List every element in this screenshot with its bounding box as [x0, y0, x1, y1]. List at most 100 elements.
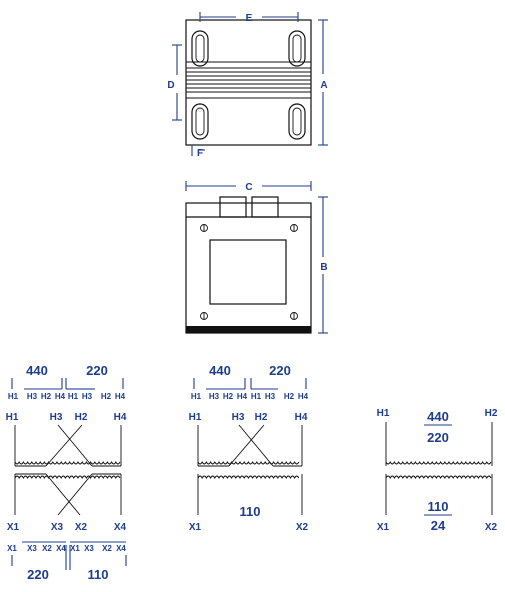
terminal-label: X2 [42, 544, 52, 553]
screw-icon [290, 312, 298, 320]
terminal-label: X4 [116, 544, 126, 553]
dimension-c: C [185, 181, 312, 193]
dimension-label-f: F [197, 148, 203, 159]
terminal-label: X1 [189, 522, 202, 533]
terminal-label: X1 [70, 544, 80, 553]
terminal-label: H1 [189, 412, 202, 423]
terminal-label: H1 [6, 412, 19, 423]
terminal-label: X2 [75, 522, 88, 533]
secondary-winding [385, 474, 493, 515]
terminal-label: X3 [84, 544, 94, 553]
terminal-label: H4 [295, 412, 308, 423]
dimension-d: D [167, 44, 182, 121]
primary-voltage-label: 220 [269, 363, 291, 378]
terminal-label: H4 [55, 392, 66, 401]
terminal-label: H3 [27, 392, 38, 401]
secondary-winding [14, 473, 122, 516]
terminal-label: H1 [251, 392, 262, 401]
screw-icon [200, 224, 208, 232]
schematic-middle: 440 220 H1 H3 H2 H4 H1 H3 H2 H4 H1 H3 H2… [189, 363, 309, 533]
terminal-label: X4 [114, 522, 127, 533]
terminal-label: H2 [101, 392, 112, 401]
primary-winding [197, 424, 303, 467]
mounting-slot [195, 34, 205, 63]
terminal-block [251, 196, 279, 218]
secondary-voltage-label: 110 [240, 504, 261, 519]
terminal-block [219, 196, 247, 218]
terminal-label: X3 [51, 522, 64, 533]
base-plate [186, 326, 311, 333]
front-view [185, 196, 312, 334]
primary-voltage-label: 440 [26, 363, 48, 378]
mounting-slot [288, 103, 306, 140]
schematic-right: H1 H2 440 220 110 24 X1 X2 [377, 408, 498, 533]
screw-icon [200, 312, 208, 320]
secondary-coil-turns [14, 475, 121, 479]
terminal-label: H2 [223, 392, 234, 401]
dimension-label-a: A [320, 80, 327, 91]
winding-coils [14, 461, 492, 479]
dimension-label-e: E [246, 13, 253, 24]
mounting-slot [292, 34, 302, 63]
terminal-label: H2 [255, 412, 268, 423]
terminal-label: X1 [377, 522, 390, 533]
terminal-label: H3 [232, 412, 245, 423]
schematic-left: 440 220 H1 H3 H2 H4 H1 H3 H2 H4 H1 H3 H2… [6, 363, 127, 582]
dimension-label-c: C [245, 182, 252, 193]
terminal-label: H4 [115, 392, 126, 401]
terminal-label: X3 [27, 544, 37, 553]
top-view [185, 19, 312, 146]
terminal-label: H1 [8, 392, 19, 401]
coil-lamination-lines [186, 61, 311, 99]
secondary-coil-turns [197, 475, 300, 479]
terminal-label: H1 [68, 392, 79, 401]
primary-winding [385, 422, 493, 466]
core-window [209, 239, 287, 305]
dimension-a: A [318, 19, 328, 146]
dimension-b: B [318, 196, 328, 334]
dimension-f: F [191, 145, 205, 159]
terminal-label: H2 [284, 392, 295, 401]
mounting-slot [292, 107, 302, 136]
mounting-slot [191, 103, 209, 140]
primary-voltage-label: 220 [427, 430, 449, 445]
secondary-voltage-label: 220 [27, 567, 49, 582]
primary-voltage-label: 440 [427, 409, 449, 424]
terminal-label: H3 [265, 392, 276, 401]
terminal-label: H1 [191, 392, 202, 401]
terminal-label: X1 [7, 522, 20, 533]
primary-coil-turns [14, 461, 121, 465]
primary-voltage-label: 220 [86, 363, 108, 378]
screw-icon [290, 224, 298, 232]
secondary-voltage-label: 110 [428, 499, 449, 514]
terminal-label: X4 [56, 544, 66, 553]
secondary-voltage-label: 24 [431, 518, 446, 533]
terminal-label: H1 [377, 408, 390, 419]
top-view-outline [185, 19, 312, 146]
primary-voltage-label: 440 [209, 363, 231, 378]
secondary-winding [197, 474, 303, 515]
primary-coil-turns [197, 461, 300, 465]
secondary-coil-turns [385, 475, 492, 479]
terminal-label: H4 [298, 392, 309, 401]
terminal-label: H3 [82, 392, 93, 401]
terminal-label: H3 [50, 412, 63, 423]
terminal-label: X1 [7, 544, 17, 553]
terminal-label: X2 [102, 544, 112, 553]
terminal-label: H2 [41, 392, 52, 401]
primary-winding [14, 424, 122, 467]
terminal-label: H3 [209, 392, 220, 401]
mounting-slot [191, 30, 209, 67]
mounting-slot [288, 30, 306, 67]
terminal-label: X2 [485, 522, 498, 533]
terminal-label: H4 [114, 412, 127, 423]
dimension-label-b: B [320, 262, 327, 273]
primary-coil-turns [385, 461, 492, 465]
mounting-slot [195, 107, 205, 136]
secondary-voltage-label: 110 [88, 567, 109, 582]
terminal-label: H4 [237, 392, 248, 401]
terminal-label: H2 [75, 412, 88, 423]
terminal-label: X2 [296, 522, 309, 533]
